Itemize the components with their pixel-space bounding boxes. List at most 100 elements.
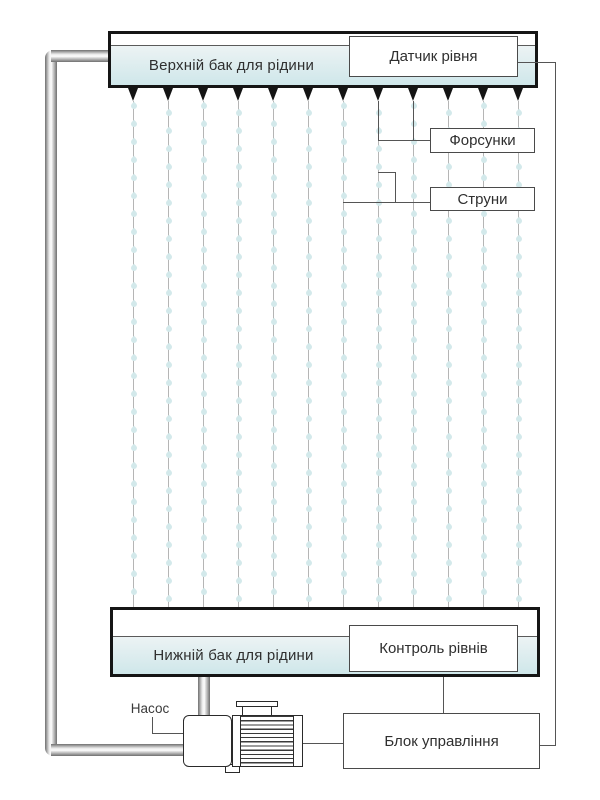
- droplet: [409, 461, 418, 471]
- droplet: [444, 576, 453, 586]
- nozzles-label: Форсунки: [449, 132, 516, 149]
- droplet: [409, 173, 418, 183]
- droplet: [269, 587, 278, 597]
- droplet: [479, 425, 488, 435]
- water-string: [374, 101, 383, 607]
- droplet: [164, 180, 173, 190]
- droplet: [164, 252, 173, 262]
- droplet: [409, 425, 418, 435]
- droplet: [164, 486, 173, 496]
- droplet: [269, 479, 278, 489]
- droplet: [269, 551, 278, 561]
- droplet: [164, 522, 173, 532]
- upper-tank-label: Верхній бак для рідини: [148, 57, 315, 74]
- droplet: [374, 414, 383, 424]
- droplet: [199, 515, 208, 525]
- droplet: [444, 558, 453, 568]
- droplet: [374, 198, 383, 208]
- droplet: [479, 533, 488, 543]
- droplet: [234, 234, 243, 244]
- droplet: [479, 173, 488, 183]
- nozzle: [198, 88, 208, 101]
- droplet: [339, 101, 348, 111]
- droplet: [164, 594, 173, 604]
- droplet: [269, 353, 278, 363]
- nozzle: [408, 88, 418, 101]
- droplet: [269, 515, 278, 525]
- droplet: [129, 443, 138, 453]
- droplet: [269, 335, 278, 345]
- droplet: [234, 162, 243, 172]
- droplet: [514, 432, 523, 442]
- droplet: [199, 245, 208, 255]
- droplet: [514, 540, 523, 550]
- droplet: [269, 425, 278, 435]
- droplet: [444, 162, 453, 172]
- droplet: [374, 270, 383, 280]
- droplet: [234, 450, 243, 460]
- droplet: [234, 522, 243, 532]
- nozzle: [478, 88, 488, 101]
- droplet: [199, 497, 208, 507]
- droplet: [444, 108, 453, 118]
- level-control-label: Контроль рівнів: [379, 640, 488, 657]
- droplet: [164, 396, 173, 406]
- droplet: [269, 461, 278, 471]
- droplet: [409, 443, 418, 453]
- droplet: [339, 281, 348, 291]
- droplet: [269, 227, 278, 237]
- droplet: [409, 389, 418, 399]
- droplet: [479, 551, 488, 561]
- droplet: [129, 245, 138, 255]
- droplet: [199, 389, 208, 399]
- droplet: [514, 288, 523, 298]
- droplet: [199, 155, 208, 165]
- droplet: [514, 558, 523, 568]
- droplet: [199, 173, 208, 183]
- droplet: [444, 540, 453, 550]
- droplet: [199, 569, 208, 579]
- droplet: [479, 389, 488, 399]
- droplet: [129, 497, 138, 507]
- droplet: [514, 504, 523, 514]
- droplet: [479, 227, 488, 237]
- droplet: [164, 414, 173, 424]
- droplet: [269, 533, 278, 543]
- water-string: [129, 101, 138, 607]
- droplet: [199, 407, 208, 417]
- droplet: [514, 396, 523, 406]
- droplet: [129, 173, 138, 183]
- nozzles-box: Форсунки: [430, 128, 535, 153]
- droplet: [374, 450, 383, 460]
- droplet: [374, 558, 383, 568]
- droplet: [479, 587, 488, 597]
- droplet: [164, 198, 173, 208]
- droplet: [339, 371, 348, 381]
- droplet: [129, 461, 138, 471]
- droplet: [304, 216, 313, 226]
- droplet: [304, 378, 313, 388]
- droplet: [199, 317, 208, 327]
- droplet: [199, 335, 208, 345]
- droplet: [409, 407, 418, 417]
- water-string: [164, 101, 173, 607]
- droplet: [129, 533, 138, 543]
- droplet: [199, 551, 208, 561]
- droplet: [409, 227, 418, 237]
- droplet: [339, 461, 348, 471]
- droplet: [339, 569, 348, 579]
- droplet: [444, 306, 453, 316]
- droplet: [514, 450, 523, 460]
- water-string: [199, 101, 208, 607]
- strings-pointer-step-v: [395, 172, 396, 202]
- droplet: [409, 371, 418, 381]
- droplet: [479, 569, 488, 579]
- droplet: [199, 209, 208, 219]
- droplet: [444, 522, 453, 532]
- droplet: [339, 245, 348, 255]
- nozzle: [268, 88, 278, 101]
- droplet: [479, 209, 488, 219]
- droplet: [444, 288, 453, 298]
- droplet: [339, 227, 348, 237]
